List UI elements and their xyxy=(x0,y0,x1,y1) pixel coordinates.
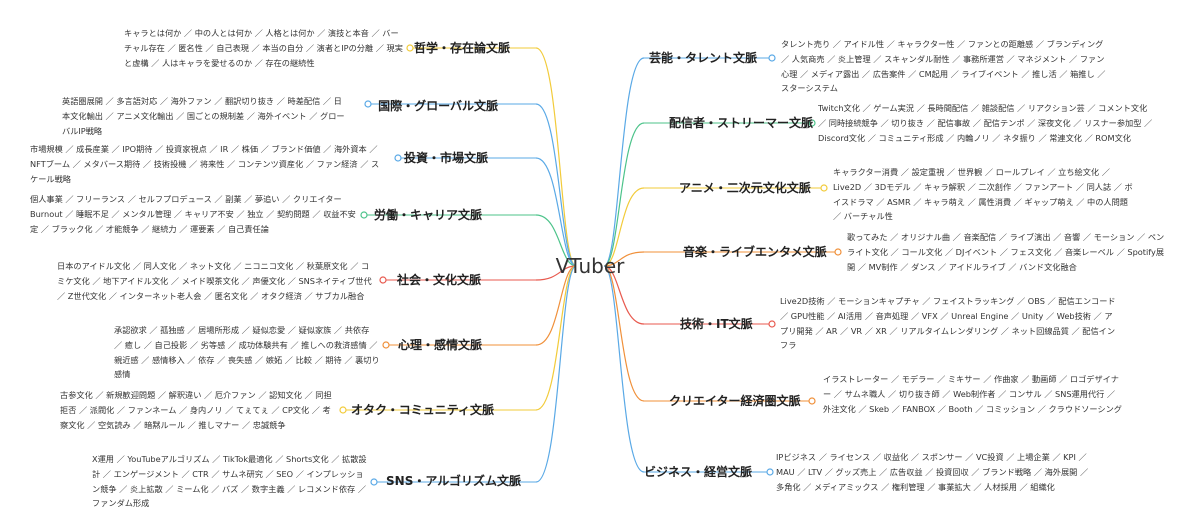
right-branch-node-dot xyxy=(808,397,816,405)
branch-detail-creator: イラストレーター ／ モデラー ／ ミキサー ／ 作曲家 ／ 動画師 ／ ロゴデ… xyxy=(823,374,1122,414)
left-branch-node-dot xyxy=(364,100,372,108)
right-branch-connector xyxy=(603,265,645,402)
branch-title-tech: 技術・IT文脈 xyxy=(680,317,753,331)
center-node: VTuber xyxy=(555,254,625,278)
left-branch-connector xyxy=(535,265,577,281)
branch-title-entertainment: 芸能・タレント文脈 xyxy=(649,51,758,65)
branch-detail-society: 日本のアイドル文化 ／ 同人文化 ／ ネット文化 ／ ニコニコ文化 ／ 秋葉原文… xyxy=(57,261,372,301)
left-branch-node-dot xyxy=(379,276,387,284)
left-branch-node-dot xyxy=(360,211,368,219)
branch-title-sns: SNS・アルゴリズム文脈 xyxy=(386,474,521,488)
branch-title-creator: クリエイター経済圏文脈 xyxy=(669,394,801,408)
branch-detail-anime: キャラクター消費 ／ 設定重視 ／ 世界観 ／ ロールプレイ ／ 立ち絵文化 ／… xyxy=(833,167,1133,222)
left-branch-node-dot xyxy=(370,478,378,486)
branch-detail-entertainment: タレント売り ／ アイドル性 ／ キャラクター性 ／ ファンとの距離感 ／ ブラ… xyxy=(781,39,1106,94)
branch-detail-global: 英語圏展開 ／ 多言語対応 ／ 海外ファン ／ 翻訳切り抜き ／ 時差配信 ／ … xyxy=(62,96,345,136)
right-branch-node-dot xyxy=(808,119,816,127)
branch-title-psychology: 心理・感情文脈 xyxy=(397,338,482,352)
branch-title-business: ビジネス・経営文脈 xyxy=(644,465,753,479)
branch-detail-business: IPビジネス ／ ライセンス ／ 収益化 ／ スポンサー ／ VC投資 ／ 上場… xyxy=(776,452,1089,492)
left-branch-connector xyxy=(535,265,577,483)
right-branch-connector xyxy=(603,251,645,267)
branch-detail-otaku: 古参文化 ／ 新規歓迎問題 ／ 解釈違い ／ 厄介ファン ／ 認知文化 ／ 同担… xyxy=(60,390,332,430)
branch-detail-labor: 個人事業 ／ フリーランス ／ セルフプロデュース ／ 副業 ／ 夢追い ／ ク… xyxy=(30,194,356,234)
branch-title-streamer: 配信者・ストリーマー文脈 xyxy=(669,116,814,130)
right-branch-connector xyxy=(603,265,645,325)
branch-detail-music: 歌ってみた ／ オリジナル曲 ／ 音楽配信 ／ ライブ演出 ／ 音響 ／ モーシ… xyxy=(847,232,1165,272)
right-branch-node-dot xyxy=(834,248,842,256)
left-branch-connector xyxy=(535,214,577,267)
right-branch-connector xyxy=(603,187,645,267)
branch-title-philosophy: 哲学・存在論文脈 xyxy=(413,41,510,55)
branch-title-music: 音楽・ライブエンタメ文脈 xyxy=(683,245,827,259)
branch-title-society: 社会・文化文脈 xyxy=(396,273,481,287)
left-branch-connector xyxy=(535,47,577,267)
left-branch-connector xyxy=(535,103,577,267)
branch-title-global: 国際・グローバル文脈 xyxy=(378,99,498,113)
right-branch-connector xyxy=(603,57,645,267)
branch-detail-investment: 市場規模 ／ 成長産業 ／ IPO期待 ／ 投資家視点 ／ IR ／ 株価 ／ … xyxy=(30,144,380,184)
left-branch-node-dot xyxy=(394,154,402,162)
right-branch-connector xyxy=(603,265,645,473)
branch-detail-sns: X運用 ／ YouTubeアルゴリズム ／ TikTok最適化 ／ Shorts… xyxy=(92,454,367,509)
branch-title-investment: 投資・市場文脈 xyxy=(403,151,488,165)
right-branch-node-dot xyxy=(820,184,828,192)
left-branch-node-dot xyxy=(406,44,414,52)
left-branch-node-dot xyxy=(382,341,390,349)
branch-detail-tech: Live2D技術 ／ モーションキャプチャ ／ フェイストラッキング ／ OBS… xyxy=(780,296,1116,351)
branch-title-labor: 労働・キャリア文脈 xyxy=(373,208,482,222)
right-branch-node-dot xyxy=(766,468,774,476)
left-branch-connector xyxy=(535,265,577,411)
branch-detail-streamer: Twitch文化 ／ ゲーム実況 ／ 長時間配信 ／ 雑談配信 ／ リアクション… xyxy=(818,103,1153,143)
left-branch-node-dot xyxy=(339,406,347,414)
branch-title-otaku: オタク・コミュニティ文脈 xyxy=(350,403,494,417)
branch-detail-psychology: 承認欲求 ／ 孤独感 ／ 居場所形成 ／ 疑似恋愛 ／ 疑似家族 ／ 共依存 ／… xyxy=(114,325,380,380)
branch-detail-philosophy: キャラとは何か ／ 中の人とは何か ／ 人格とは何か ／ 演技と本音 ／ バーチ… xyxy=(124,28,403,68)
right-branch-node-dot xyxy=(768,320,776,328)
right-branch-connector xyxy=(603,122,645,267)
left-branch-connector xyxy=(535,157,577,267)
branch-title-anime: アニメ・二次元文化文脈 xyxy=(679,181,811,195)
left-branch-connector xyxy=(535,265,577,346)
right-branch-node-dot xyxy=(768,54,776,62)
